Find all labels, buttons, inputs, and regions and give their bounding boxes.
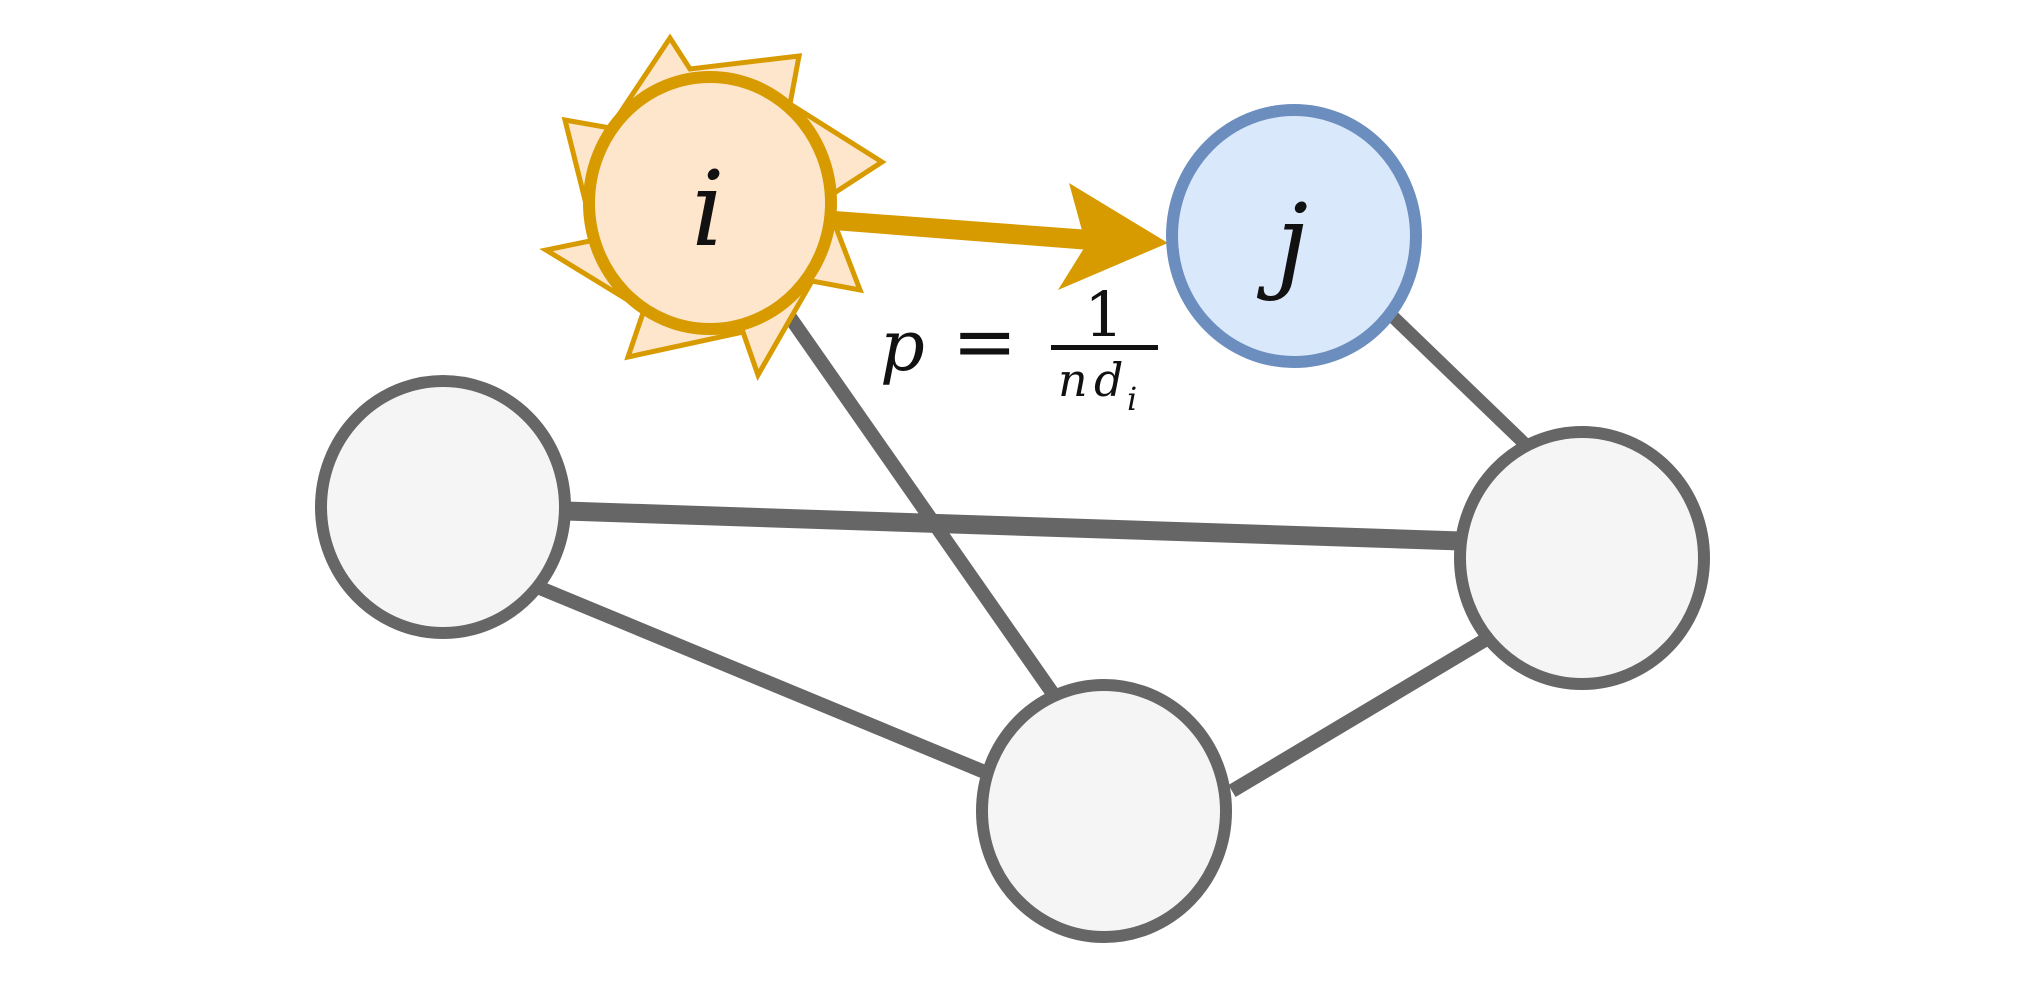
node-bottom [976, 679, 1232, 943]
edge-left-right [565, 501, 1462, 551]
formula-lhs: p [880, 305, 925, 387]
node-right [1454, 426, 1710, 690]
node-i-label: i [691, 148, 724, 270]
denominator-n: n [1058, 353, 1088, 407]
edges [537, 305, 1532, 798]
node-i: i [539, 33, 887, 381]
denominator-d: d [1094, 353, 1123, 407]
arrow-shaft [833, 211, 1090, 250]
plain-nodes [315, 375, 1710, 943]
edge-j-right [1384, 308, 1532, 451]
formula-denominator: n d i [1058, 353, 1137, 418]
formula-equals: = [952, 297, 1017, 387]
edge-i-bottom [779, 305, 1062, 703]
node-j-circle [1166, 104, 1422, 368]
denominator-sub: i [1127, 380, 1137, 418]
node-left [315, 375, 571, 639]
probability-formula: p = 1 n d i [880, 278, 1158, 418]
node-j: j [1166, 104, 1422, 368]
arrow-head [1058, 183, 1168, 290]
edge-bottom-right [1228, 630, 1494, 798]
arrow-i-to-j [833, 183, 1168, 290]
edge-left-bottom [537, 581, 990, 780]
fraction-bar [1051, 345, 1158, 350]
formula-numerator: 1 [1084, 278, 1123, 351]
node-i-circle [583, 71, 837, 335]
